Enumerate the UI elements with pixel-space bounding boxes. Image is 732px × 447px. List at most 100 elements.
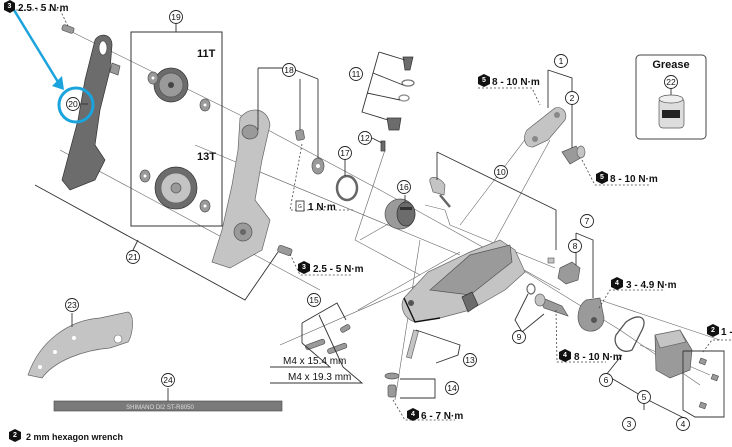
callout-10[interactable]: 10 bbox=[494, 165, 508, 179]
mount-bolt-set[interactable] bbox=[384, 372, 400, 398]
adjust-screw-stack[interactable] bbox=[386, 56, 415, 131]
o-ring[interactable] bbox=[526, 283, 536, 295]
callout-1[interactable]: 1 bbox=[554, 54, 568, 68]
svg-text:4: 4 bbox=[563, 352, 567, 359]
svg-text:1: 1 bbox=[559, 56, 564, 66]
derailleur-body[interactable] bbox=[401, 239, 526, 323]
hex-tool-icon bbox=[478, 74, 490, 87]
svg-text:5: 5 bbox=[642, 392, 647, 402]
tool-bar-text: SHIMANO DI2 ST-R8050 bbox=[126, 405, 194, 411]
link-plate[interactable] bbox=[524, 107, 567, 148]
svg-text:3: 3 bbox=[8, 3, 12, 10]
hex-tool-icon bbox=[596, 171, 608, 184]
svg-text:21: 21 bbox=[128, 252, 138, 262]
svg-text:1 -: 1 - bbox=[721, 327, 732, 338]
svg-text:2: 2 bbox=[570, 93, 575, 103]
pivot-spring[interactable] bbox=[384, 198, 416, 230]
svg-text:15: 15 bbox=[309, 295, 319, 305]
fixing-bolts[interactable] bbox=[305, 324, 351, 355]
svg-text:23: 23 bbox=[67, 300, 77, 310]
cover-screws[interactable] bbox=[698, 357, 719, 410]
callout-21[interactable]: 21 bbox=[126, 250, 140, 264]
callout-6[interactable]: 6 bbox=[599, 373, 613, 387]
b-tension-screw[interactable] bbox=[380, 140, 386, 152]
highlight-arrow bbox=[12, 9, 64, 90]
callout-16[interactable]: 16 bbox=[397, 180, 411, 194]
stopper-block[interactable] bbox=[547, 257, 581, 285]
svg-text:8 - 10 N·m: 8 - 10 N·m bbox=[492, 77, 540, 88]
lower-pulley-washer-left bbox=[139, 169, 151, 183]
callout-7[interactable]: 7 bbox=[580, 214, 594, 228]
svg-text:11: 11 bbox=[352, 69, 361, 79]
svg-text:8: 8 bbox=[573, 241, 578, 251]
svg-text:22: 22 bbox=[666, 77, 676, 87]
callout-19[interactable]: 19 bbox=[169, 10, 183, 24]
link-pin[interactable] bbox=[561, 145, 586, 165]
motor-unit[interactable] bbox=[577, 297, 605, 332]
torque-motor: 4 3 - 4.9 N·m bbox=[611, 277, 677, 291]
svg-text:8 - 10 N·m: 8 - 10 N·m bbox=[610, 174, 658, 185]
pulley-bolt[interactable] bbox=[277, 245, 293, 256]
svg-text:G: G bbox=[298, 204, 302, 210]
callout-18[interactable]: 18 bbox=[282, 63, 296, 77]
callout-2[interactable]: 2 bbox=[565, 91, 579, 105]
upper-pulley-washer-left bbox=[147, 71, 159, 85]
lower-pulley[interactable] bbox=[154, 166, 198, 210]
callout-15[interactable]: 15 bbox=[307, 293, 321, 307]
tool-bar[interactable]: SHIMANO DI2 ST-R8050 bbox=[53, 400, 283, 412]
callout-5[interactable]: 5 bbox=[637, 390, 651, 404]
cage-ring[interactable] bbox=[335, 174, 359, 202]
svg-text:7: 7 bbox=[585, 216, 590, 226]
cage-washer[interactable] bbox=[311, 157, 325, 175]
svg-text:2: 2 bbox=[13, 432, 17, 439]
seal-gasket[interactable] bbox=[614, 316, 645, 352]
svg-text:13: 13 bbox=[465, 355, 475, 365]
pulley-set-frame bbox=[130, 31, 223, 227]
hex-tool-icon bbox=[611, 277, 623, 290]
callout-23[interactable]: 23 bbox=[65, 298, 79, 312]
cage-stop-pin[interactable] bbox=[295, 129, 305, 141]
hex-tool-icon bbox=[559, 349, 571, 362]
callout-12[interactable]: 12 bbox=[358, 131, 372, 145]
cable-guide[interactable] bbox=[429, 177, 451, 208]
limit-screw[interactable] bbox=[406, 329, 419, 359]
callout-13[interactable]: 13 bbox=[463, 353, 477, 367]
svg-text:1 N·m: 1 N·m bbox=[308, 202, 336, 213]
svg-text:3: 3 bbox=[302, 264, 306, 271]
torque-link-top: 5 8 - 10 N·m bbox=[478, 74, 540, 88]
lower-pulley-washer-right bbox=[199, 199, 211, 213]
pulley-upper-label: 11T bbox=[197, 48, 216, 60]
upper-pulley[interactable] bbox=[153, 67, 189, 103]
svg-text:19: 19 bbox=[171, 12, 181, 22]
torque-axle: 4 8 - 10 N·m bbox=[559, 349, 622, 363]
hex-tool-icon bbox=[298, 261, 310, 274]
callout-17[interactable]: 17 bbox=[338, 146, 352, 160]
callout-9[interactable]: 9 bbox=[512, 330, 526, 344]
cover[interactable] bbox=[654, 329, 693, 379]
callout-4[interactable]: 4 bbox=[676, 417, 690, 431]
callout-24[interactable]: 24 bbox=[161, 373, 175, 387]
svg-text:10: 10 bbox=[496, 167, 506, 177]
axle[interactable] bbox=[534, 293, 569, 317]
svg-text:4: 4 bbox=[615, 280, 619, 287]
callout-20[interactable]: 20 bbox=[66, 97, 80, 111]
callout-11[interactable]: 11 bbox=[349, 67, 363, 81]
cage-bolt[interactable] bbox=[61, 24, 75, 34]
inner-cage-plate[interactable] bbox=[211, 109, 271, 269]
highlight-ring bbox=[57, 86, 95, 124]
callout-3[interactable]: 3 bbox=[622, 417, 636, 431]
svg-text:2.5 - 5 N·m: 2.5 - 5 N·m bbox=[313, 264, 364, 275]
svg-text:3 - 4.9 N·m: 3 - 4.9 N·m bbox=[626, 280, 677, 291]
svg-text:24: 24 bbox=[163, 375, 173, 385]
callout-8[interactable]: 8 bbox=[568, 239, 582, 253]
callout-14[interactable]: 14 bbox=[445, 381, 459, 395]
outer-cage-plate[interactable] bbox=[61, 34, 121, 191]
torque-pulley-bolt: 3 2.5 - 5 N·m bbox=[298, 261, 364, 275]
bolt-size-long: M4 x 19.3 mm bbox=[288, 372, 351, 383]
callout-22[interactable]: 22 bbox=[664, 75, 678, 89]
grease-jar[interactable] bbox=[658, 94, 685, 129]
chain-gauge[interactable] bbox=[27, 311, 133, 379]
svg-text:6: 6 bbox=[604, 375, 609, 385]
svg-text:5: 5 bbox=[600, 174, 604, 181]
svg-text:2.5 - 5 N·m: 2.5 - 5 N·m bbox=[18, 3, 69, 14]
